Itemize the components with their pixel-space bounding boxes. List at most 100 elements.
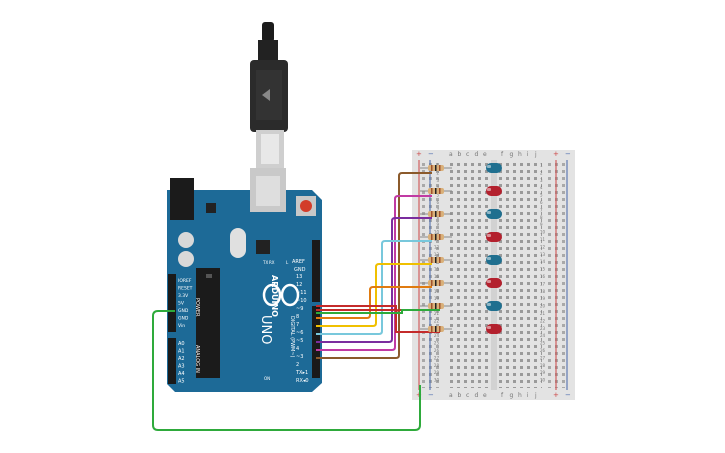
digital-pin-label: 7 xyxy=(296,322,299,328)
analog-pin-label: A5 xyxy=(178,379,185,385)
red-led[interactable] xyxy=(486,278,502,288)
analog-pin-label: A0 xyxy=(178,341,185,347)
bb-row-label: 28 xyxy=(434,363,440,368)
bb-row-label: 27 xyxy=(434,355,440,360)
bb-row-label: 15 xyxy=(540,267,546,272)
bb-rail-label: − xyxy=(565,391,571,399)
bb-rail-label: − xyxy=(428,391,434,399)
bb-row-label: 6 xyxy=(540,200,543,205)
bb-row-label: 26 xyxy=(434,348,440,353)
jumper-wire[interactable] xyxy=(316,305,440,333)
bb-row-label: 16 xyxy=(434,274,440,279)
power-pin-label: GND xyxy=(178,316,189,322)
bb-row-label: 18 xyxy=(540,289,546,294)
digital-pin-label: 8 xyxy=(296,314,299,320)
aref-label: AREF xyxy=(292,259,305,265)
bb-row-label: 10 xyxy=(540,230,546,235)
blue-led[interactable] xyxy=(486,209,502,219)
bb-rail-label: − xyxy=(565,150,571,158)
digital-header-1 xyxy=(312,240,320,302)
crystal xyxy=(230,228,246,258)
bb-row-label: 4 xyxy=(436,185,439,190)
digital-pin-label: ~6 xyxy=(296,330,303,336)
bb-column-label: g xyxy=(510,392,514,399)
jumper-wire[interactable] xyxy=(316,263,432,327)
bb-column-label: h xyxy=(518,151,522,158)
bb-row-label: 13 xyxy=(434,252,440,257)
power-pin-label: IOREF xyxy=(178,278,192,284)
arduino-board[interactable] xyxy=(167,168,322,392)
bb-row-label: 5 xyxy=(436,193,439,198)
bb-column-label: j xyxy=(534,392,537,399)
bb-row-label: 23 xyxy=(540,326,546,331)
bb-row-label: 5 xyxy=(540,193,543,198)
jumper-wire[interactable] xyxy=(316,286,432,319)
bb-row-label: 24 xyxy=(434,333,440,338)
power-pin-label: GND xyxy=(178,308,189,314)
bb-rail-label: + xyxy=(553,150,559,158)
digital-pin-label: ~9 xyxy=(296,306,303,312)
resistor[interactable] xyxy=(420,165,452,171)
arduino-logo xyxy=(262,283,300,307)
power-jack xyxy=(170,178,194,220)
red-led[interactable] xyxy=(486,232,502,242)
led-rx-label: RX xyxy=(269,260,275,265)
digital-pin-label: ~10 xyxy=(296,298,307,304)
bb-row-label: 24 xyxy=(540,333,546,338)
bb-row-label: 12 xyxy=(434,244,440,249)
jumper-wire[interactable] xyxy=(316,217,432,343)
bb-row-label: 14 xyxy=(540,259,546,264)
bb-row-label: 8 xyxy=(436,215,439,220)
blue-led[interactable] xyxy=(486,163,502,173)
usb-cable[interactable] xyxy=(250,22,288,168)
resistor[interactable] xyxy=(420,280,452,286)
ground-wire[interactable] xyxy=(152,310,421,431)
bb-row-label: 9 xyxy=(540,222,543,227)
jumper-wire[interactable] xyxy=(316,195,432,351)
digital-pin-label: TX▸1 xyxy=(295,370,308,376)
blue-led[interactable] xyxy=(486,301,502,311)
bb-column-label: c xyxy=(466,392,469,399)
bb-row-label: 11 xyxy=(540,237,546,242)
bb-row-label: 20 xyxy=(540,304,546,309)
power-pin-label: Vin xyxy=(178,323,185,329)
resistor[interactable] xyxy=(420,257,452,263)
bb-column-label: e xyxy=(483,151,487,158)
analog-header xyxy=(168,338,176,384)
bb-column-label: i xyxy=(527,392,529,399)
bb-column-label: d xyxy=(475,392,479,399)
bb-row-label: 17 xyxy=(540,281,546,286)
analog-pin-label: A1 xyxy=(178,349,185,355)
resistor[interactable] xyxy=(420,211,452,217)
bb-row-label: 1 xyxy=(540,163,543,168)
red-led[interactable] xyxy=(486,324,502,334)
resistor[interactable] xyxy=(420,326,452,332)
bb-rail-label: + xyxy=(553,391,559,399)
bb-column-label: g xyxy=(510,151,514,158)
model-label: UNO xyxy=(258,315,273,344)
bb-row-label: 9 xyxy=(436,222,439,227)
red-led[interactable] xyxy=(486,186,502,196)
bb-column-label: h xyxy=(518,392,522,399)
digital-pin-label: ~11 xyxy=(296,290,307,296)
bb-row-label: 7 xyxy=(540,207,543,212)
resistor[interactable] xyxy=(420,303,452,309)
resistor[interactable] xyxy=(420,188,452,194)
blue-led[interactable] xyxy=(486,255,502,265)
gnd-label: GND xyxy=(294,267,306,273)
bb-row-label: 3 xyxy=(436,178,439,183)
analog-pin-label: A2 xyxy=(178,356,185,362)
bb-column-label: a xyxy=(449,392,453,399)
bb-row-label: 22 xyxy=(540,318,546,323)
bb-row-label: 12 xyxy=(540,244,546,249)
bb-row-label: 30 xyxy=(540,378,546,383)
power-pin-label: 3.3V xyxy=(178,293,189,299)
bb-row-label: 6 xyxy=(436,200,439,205)
bb-row-label: 13 xyxy=(540,252,546,257)
bb-row-label: 30 xyxy=(434,378,440,383)
jumper-wire[interactable] xyxy=(316,172,432,359)
bb-column-label: e xyxy=(483,392,487,399)
bb-row-label: 2 xyxy=(436,170,439,175)
resistor[interactable] xyxy=(420,234,452,240)
jumper-wire[interactable] xyxy=(316,309,440,314)
